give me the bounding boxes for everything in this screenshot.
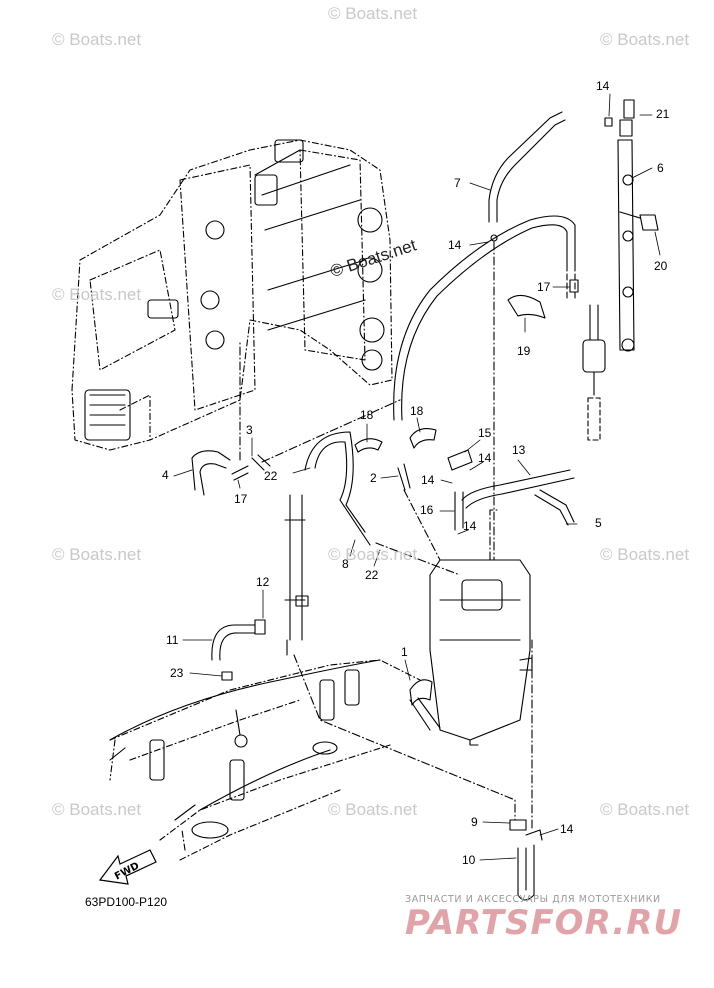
- callout-label: 11: [166, 633, 179, 647]
- vapor-separator: [429, 559, 533, 746]
- callout-label: 15: [478, 426, 492, 440]
- callout-label: 18: [360, 408, 374, 422]
- hose-5: [534, 489, 575, 526]
- fitting-17: [231, 465, 249, 481]
- callout-label: 5: [595, 516, 602, 530]
- rail-right: [289, 494, 303, 641]
- callout-label: 4: [162, 468, 169, 482]
- clamp-18b: [409, 428, 437, 449]
- callout-label: 3: [246, 423, 253, 437]
- fitting-15: [447, 449, 473, 471]
- hose-3: [251, 454, 271, 471]
- watermark: © Boats.net: [52, 30, 142, 49]
- callout-label: 9: [471, 815, 478, 829]
- hose-16: [454, 491, 464, 531]
- callout-label: 16: [420, 503, 434, 517]
- fwd-arrow: [98, 849, 157, 885]
- hose-7-outer: [488, 111, 563, 223]
- watermark: © Boats.net: [600, 545, 690, 564]
- watermark: © Boats.net: [328, 4, 418, 23]
- callout-label: 12: [256, 575, 270, 589]
- guide-line-9: [293, 654, 516, 821]
- callout-label: 14: [478, 451, 492, 465]
- hose-loop: [393, 215, 576, 421]
- callout-label: 21: [656, 107, 670, 121]
- line-3: [261, 399, 401, 463]
- callout-label: 14: [421, 473, 435, 487]
- engine-block-detail: [84, 139, 385, 441]
- watermark: © Boats.net: [52, 545, 142, 564]
- watermark: © Boats.net: [328, 545, 418, 564]
- callout-label: 22: [365, 568, 379, 582]
- callout-label: 14: [448, 238, 462, 252]
- callout-label: 14: [596, 79, 610, 93]
- watermark: © Boats.net: [328, 800, 418, 819]
- lower-cowling-detail: [109, 659, 381, 839]
- brand-tagline: ЗАПЧАСТИ И АКСЕССУАРЫ ДЛЯ МОТОТЕХНИКИ: [405, 894, 661, 905]
- callout-label: 2: [370, 471, 377, 485]
- hose-7: [496, 119, 566, 223]
- callout-label: 14: [463, 519, 477, 533]
- callout-label: 13: [512, 443, 526, 457]
- callout-label: 20: [654, 259, 668, 273]
- part-number: 63PD100-P120: [85, 895, 168, 909]
- callout-label: 7: [454, 176, 461, 190]
- brand-logo: PARTSFOR.RU: [405, 903, 683, 943]
- hose-1: [409, 679, 433, 706]
- hose-8: [304, 431, 371, 546]
- callout-label: 1: [401, 645, 408, 659]
- watermark: © Boats.net: [52, 800, 142, 819]
- hose-10: [517, 844, 535, 896]
- watermark: © Boats.net: [600, 30, 690, 49]
- callout-label: 19: [517, 344, 531, 358]
- fuel-rail-6: [617, 139, 635, 351]
- callout-label: 18: [410, 404, 424, 418]
- clip-14-top: [604, 117, 613, 127]
- watermark: © Boats.net: [600, 800, 690, 819]
- clamp-19: [507, 294, 546, 319]
- callout-label: 14: [560, 822, 574, 836]
- callout-label: 6: [657, 161, 664, 175]
- callout-label: 10: [462, 853, 476, 867]
- hose-2: [397, 463, 411, 491]
- clip-20: [619, 211, 659, 231]
- hose-11: [211, 624, 256, 661]
- callout-label: 23: [170, 666, 184, 680]
- leader-lines: [173, 93, 661, 861]
- lower-cowling: [109, 659, 421, 861]
- hose-13: [461, 469, 575, 509]
- clip-23: [221, 671, 233, 681]
- callout-label: 17: [234, 492, 248, 506]
- callout-label: 8: [342, 557, 349, 571]
- callout-label: 17: [537, 280, 551, 294]
- callout-label: 22: [264, 469, 278, 483]
- engine-block: [71, 139, 393, 451]
- watermark: © Boats.net: [52, 285, 142, 304]
- hose-4: [191, 450, 231, 496]
- clamp-18a: [354, 438, 383, 453]
